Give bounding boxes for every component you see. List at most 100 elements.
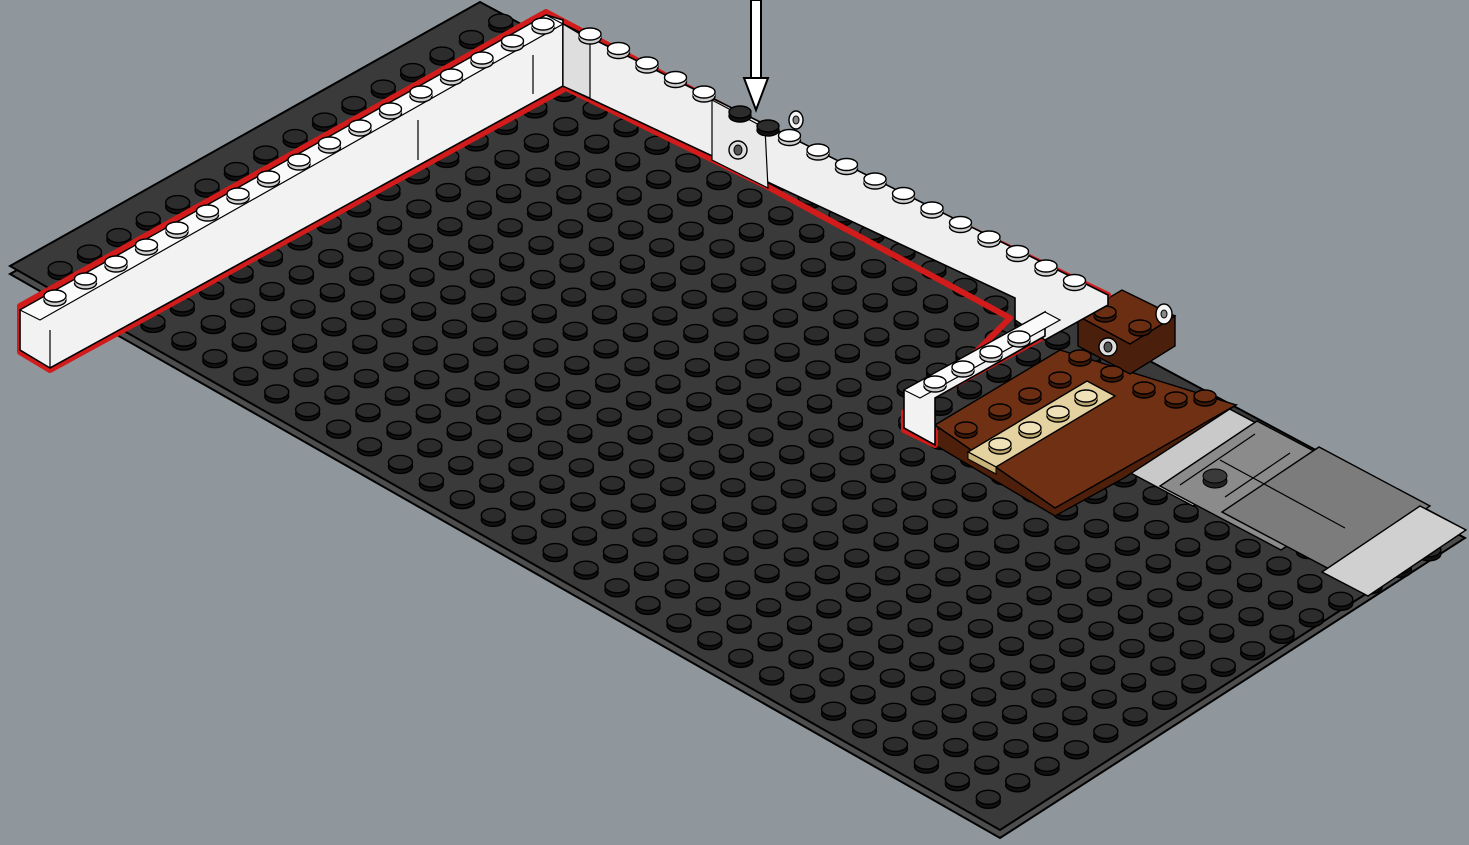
stud: [1205, 522, 1229, 540]
stud: [832, 276, 856, 294]
stud: [1094, 724, 1118, 742]
stud: [650, 239, 674, 257]
stud: [1058, 604, 1082, 622]
stud: [470, 269, 494, 287]
stud: [842, 481, 866, 499]
stud: [1019, 388, 1041, 404]
stud: [380, 103, 402, 119]
stud: [713, 308, 737, 326]
stud: [293, 334, 317, 352]
stud: [571, 493, 595, 511]
stud: [542, 509, 566, 527]
stud: [1007, 246, 1029, 262]
stud: [1236, 539, 1260, 557]
stud: [1069, 350, 1091, 366]
stud: [602, 511, 626, 529]
stud: [1122, 674, 1146, 692]
stud: [557, 186, 581, 204]
stud: [478, 440, 502, 458]
stud: [497, 185, 521, 203]
stud: [537, 407, 561, 425]
stud: [760, 667, 784, 685]
stud: [512, 526, 536, 544]
stud: [439, 252, 463, 270]
stud: [603, 545, 627, 563]
stud: [934, 534, 958, 552]
stud: [747, 394, 771, 412]
stud: [962, 483, 986, 501]
stud: [1270, 625, 1294, 643]
stud: [1208, 590, 1232, 608]
stud: [788, 616, 812, 634]
stud: [538, 441, 562, 459]
stud: [1177, 572, 1201, 590]
stud: [1030, 655, 1054, 673]
stud: [750, 462, 774, 480]
stud: [938, 602, 962, 620]
stud: [716, 376, 740, 394]
stud: [980, 346, 1002, 362]
stud: [554, 118, 578, 136]
stud: [1049, 372, 1071, 388]
stud: [945, 773, 969, 791]
stud: [1148, 589, 1172, 607]
stud: [664, 546, 688, 564]
stud: [289, 266, 313, 284]
stud: [806, 361, 830, 379]
stud: [616, 153, 640, 171]
stud: [260, 283, 284, 301]
stud: [996, 569, 1020, 587]
stud: [475, 372, 499, 390]
stud: [407, 200, 431, 218]
stud: [1061, 673, 1085, 691]
stud: [619, 221, 643, 239]
stud: [667, 614, 691, 632]
stud: [529, 236, 553, 254]
stud: [693, 86, 715, 102]
stud: [972, 688, 996, 706]
stud: [201, 316, 225, 334]
stud: [721, 479, 745, 497]
stud: [659, 443, 683, 461]
stud: [534, 339, 558, 357]
stud: [685, 359, 709, 377]
stud: [656, 375, 680, 393]
stud: [753, 530, 777, 548]
stud: [752, 496, 776, 514]
stud: [412, 302, 436, 320]
stud: [944, 739, 968, 757]
stud: [472, 304, 496, 322]
stud: [1006, 774, 1030, 792]
stud: [871, 464, 895, 482]
stud: [1008, 331, 1030, 347]
stud: [1299, 609, 1323, 627]
technic-pin-icon: [789, 111, 803, 129]
stud: [319, 250, 343, 268]
stud: [851, 686, 875, 704]
stud: [800, 224, 824, 242]
stud: [817, 600, 841, 618]
stud: [665, 72, 687, 88]
stud: [574, 561, 598, 579]
stud: [566, 391, 590, 409]
stud: [469, 235, 493, 253]
stud: [880, 669, 904, 687]
stud: [863, 294, 887, 312]
stud: [296, 403, 320, 421]
stud: [1060, 638, 1084, 656]
stud: [262, 317, 286, 335]
stud: [441, 286, 465, 304]
stud: [661, 478, 685, 496]
stud: [1268, 591, 1292, 609]
technic-pin-icon: [1156, 304, 1172, 324]
stud: [1182, 675, 1206, 693]
stud: [831, 242, 855, 260]
stud: [500, 253, 524, 271]
stud: [865, 328, 889, 346]
stud: [232, 333, 256, 351]
stud: [385, 387, 409, 405]
stud: [729, 649, 753, 667]
stud: [591, 272, 615, 290]
stud: [1024, 518, 1048, 536]
stud: [633, 528, 657, 546]
